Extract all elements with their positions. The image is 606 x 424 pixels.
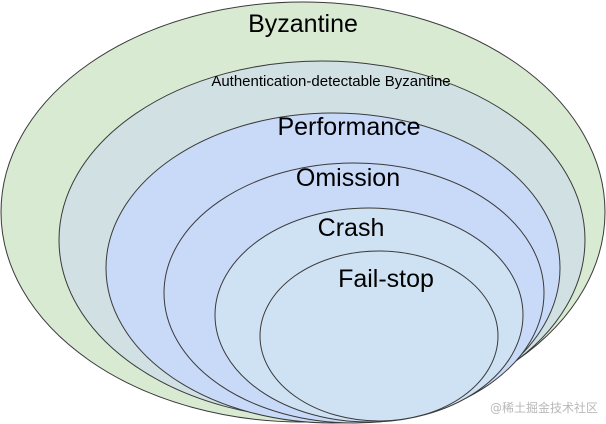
byzantine-label: Byzantine bbox=[248, 10, 358, 38]
omission-label: Omission bbox=[296, 164, 400, 192]
authentication-detectable-byzantine-label: Authentication-detectable Byzantine bbox=[211, 73, 450, 90]
crash-label: Crash bbox=[318, 214, 385, 242]
fail-stop-label: Fail-stop bbox=[338, 265, 434, 293]
performance-label: Performance bbox=[277, 113, 420, 141]
watermark-text: @稀土掘金技术社区 bbox=[490, 400, 598, 415]
fail-stop-ellipse bbox=[259, 250, 499, 422]
